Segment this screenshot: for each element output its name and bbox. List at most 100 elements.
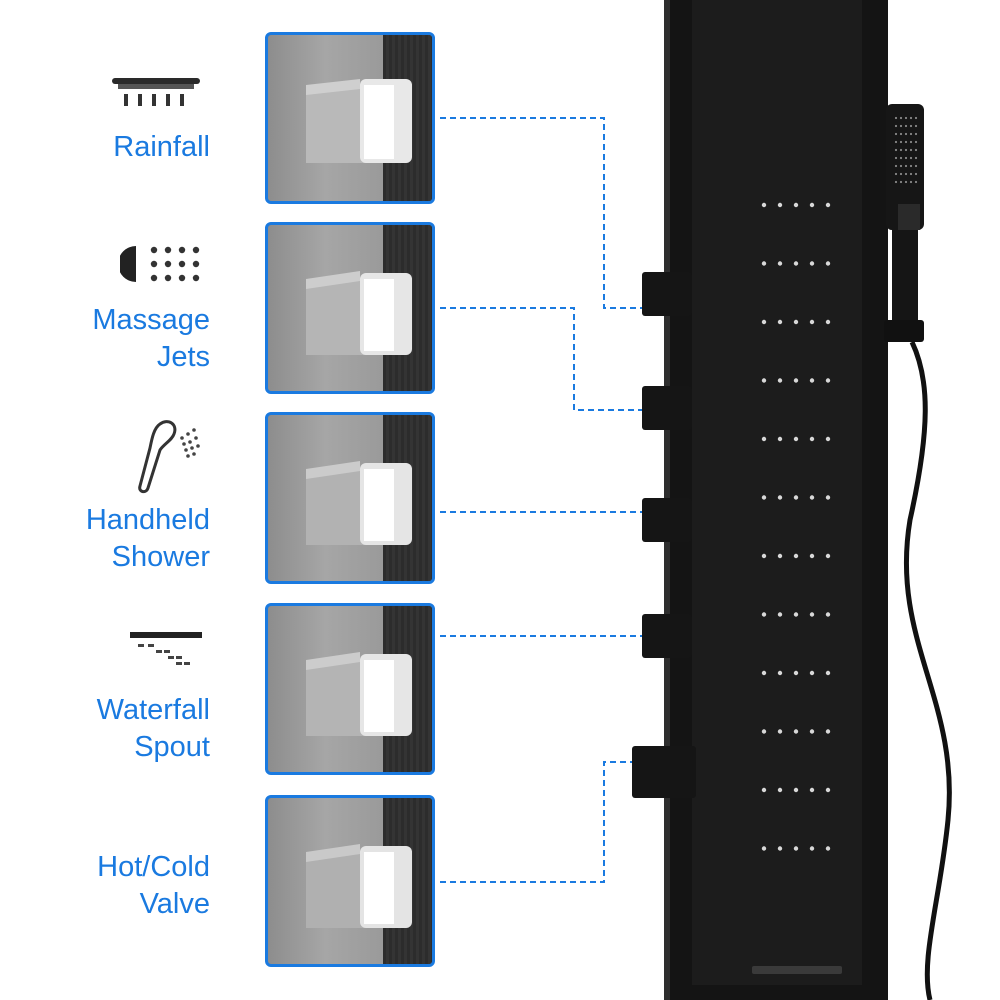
jet-nozzle	[825, 261, 831, 266]
chrome-knob	[306, 79, 412, 163]
handheld-nozzle	[899, 124, 903, 128]
handheld-nozzle	[894, 116, 898, 120]
jet-nozzle	[777, 319, 783, 325]
jet-nozzle	[777, 261, 783, 266]
jet-nozzle	[809, 261, 815, 266]
side-knob	[642, 498, 692, 542]
connector-rainfall	[440, 117, 642, 309]
jet-nozzle	[777, 729, 783, 734]
jet-nozzle	[777, 787, 783, 793]
handheld-nozzle	[894, 164, 898, 168]
rainfall-showerhead-icon	[112, 78, 200, 106]
connector-massage-jets	[440, 307, 642, 411]
jet-nozzle	[761, 319, 767, 325]
jet-nozzle	[793, 670, 799, 676]
handheld-nozzle	[909, 124, 913, 128]
jet-nozzle	[825, 787, 831, 793]
waterfall-knob-photo	[265, 603, 435, 775]
jet-nozzle	[793, 729, 799, 734]
label-line: Spout	[134, 731, 210, 763]
jet-nozzle	[777, 436, 783, 442]
handheld-nozzle	[909, 164, 913, 168]
jet-nozzle	[761, 261, 767, 266]
handheld-nozzle	[894, 148, 898, 152]
handheld-nozzle	[914, 148, 918, 152]
handheld-nozzle	[904, 140, 908, 144]
connector-lines	[440, 117, 642, 883]
jet-nozzle	[777, 378, 783, 383]
jet-nozzle	[809, 729, 815, 734]
jet-nozzle	[793, 787, 799, 793]
jet-nozzle	[793, 436, 799, 442]
handheld-nozzle	[899, 172, 903, 176]
massage-jets-icon	[120, 246, 200, 282]
label-line: Waterfall	[96, 694, 210, 726]
jet-nozzle	[809, 436, 815, 442]
handheld-shower-icon	[138, 420, 200, 494]
handheld-nozzle	[904, 156, 908, 160]
handheld-nozzle	[899, 164, 903, 168]
jet-nozzle	[761, 378, 767, 383]
handheld-nozzle	[914, 116, 918, 120]
handheld-nozzle	[909, 172, 913, 176]
handheld-nozzle	[904, 116, 908, 120]
handheld-nozzle	[909, 132, 913, 136]
jet-nozzle	[761, 787, 767, 793]
jet-nozzle	[761, 495, 767, 500]
side-knob	[642, 272, 692, 316]
jet-nozzle	[777, 846, 783, 851]
rainfall-knob-photo	[265, 32, 435, 204]
jet-nozzle	[761, 202, 767, 208]
label-waterfall-spout: Waterfall Spout	[97, 692, 210, 766]
jet-nozzle	[793, 202, 799, 208]
handheld-nozzle	[904, 172, 908, 176]
jet-nozzle	[809, 612, 815, 617]
jet-nozzle	[809, 202, 815, 208]
jet-nozzle	[761, 729, 767, 734]
jet-nozzle	[761, 846, 767, 851]
label-rainfall: Rainfall	[113, 129, 210, 166]
jet-nozzle	[809, 787, 815, 793]
jet-nozzle	[793, 612, 799, 617]
label-handheld-shower: Handheld Shower	[86, 502, 210, 576]
handheld-nozzle	[899, 116, 903, 120]
handheld-nozzle	[894, 172, 898, 176]
jet-nozzle	[761, 553, 767, 559]
waterfall-spout-slot	[752, 966, 842, 974]
label-hot-cold-valve: Hot/Cold Valve	[97, 849, 210, 923]
jet-nozzle	[761, 436, 767, 442]
jet-nozzle	[793, 261, 799, 266]
chrome-knob	[306, 461, 412, 545]
side-knob	[632, 746, 696, 798]
jet-nozzle	[777, 202, 783, 208]
jet-nozzle	[825, 495, 831, 500]
jet-nozzle	[761, 612, 767, 617]
chrome-knob	[306, 652, 412, 736]
label-line: Hot/Cold	[97, 851, 210, 883]
handheld-nozzle	[899, 156, 903, 160]
handheld-nozzle	[894, 124, 898, 128]
handheld-nozzle	[914, 124, 918, 128]
handheld-nozzle	[899, 148, 903, 152]
jet-nozzle	[793, 846, 799, 851]
hot-cold-valve-knob-photo	[265, 795, 435, 967]
chrome-knob	[306, 844, 412, 928]
jet-nozzle	[825, 202, 831, 208]
handheld-nozzle	[909, 180, 913, 184]
jet-nozzle	[777, 553, 783, 559]
jet-nozzle	[793, 553, 799, 559]
jet-nozzle	[809, 553, 815, 559]
jet-nozzle	[809, 378, 815, 383]
label-massage-jets: Massage Jets	[92, 302, 210, 376]
connector-valve	[440, 761, 632, 883]
handheld-nozzle	[904, 164, 908, 168]
jet-nozzle	[825, 729, 831, 734]
waterfall-spout-icon	[130, 632, 202, 665]
jet-nozzle	[825, 846, 831, 851]
jet-nozzle	[825, 612, 831, 617]
jet-nozzle	[761, 670, 767, 676]
jet-nozzle	[809, 846, 815, 851]
handheld-nozzle	[904, 180, 908, 184]
handheld-nozzle	[914, 156, 918, 160]
